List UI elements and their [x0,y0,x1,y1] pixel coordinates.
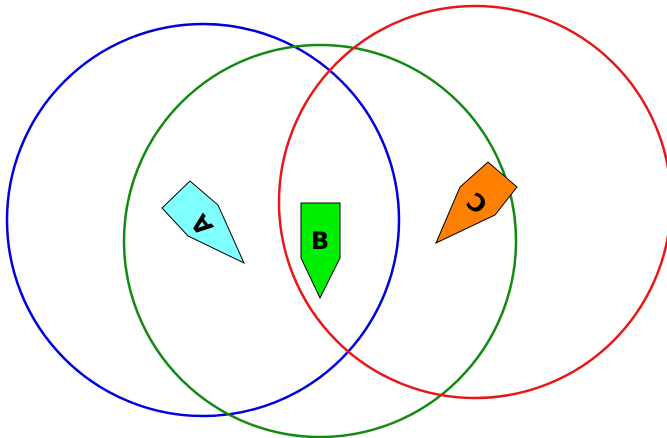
marker-b: B [300,202,341,300]
marker-c-shape [435,161,518,245]
green-circle [122,43,518,438]
red-circle [277,4,667,400]
marker-b-label: B [311,227,329,255]
marker-a-shape [161,180,246,265]
marker-a: A [161,180,246,265]
blue-circle [5,22,401,418]
marker-c: C [435,161,518,245]
marker-b-shape [300,202,341,300]
